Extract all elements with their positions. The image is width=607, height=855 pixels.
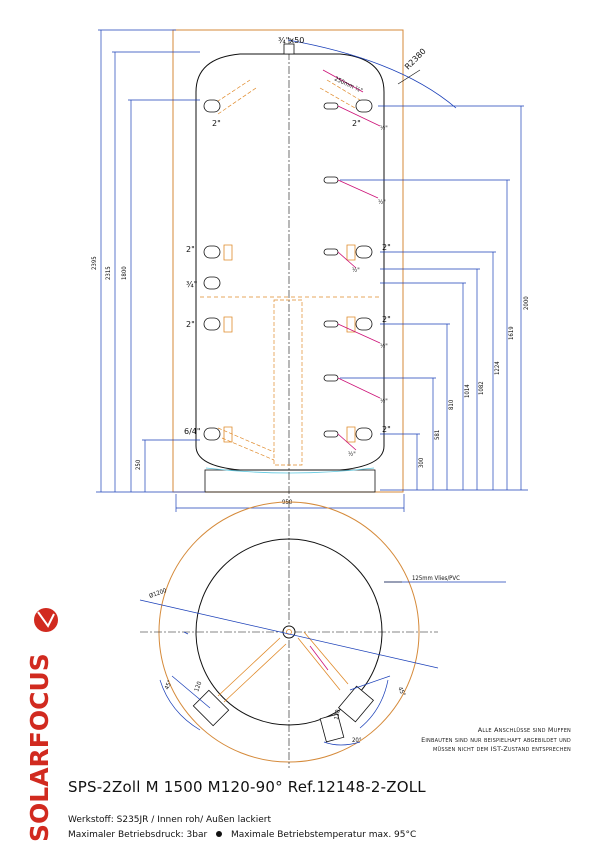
dim-right-300: 300 [418,457,425,468]
temperature-text: Maximale Betriebstemperatur max. 95°C [230,830,417,840]
sensor-sleeve-label: 250mm ½" [333,75,363,94]
radius-label: R2380 [403,47,428,72]
dim-left-250: 250 [135,459,142,470]
fitting-label-left-4: 2" [186,320,195,329]
bottom-dome-line [205,467,375,474]
dim-right-1619: 1619 [508,326,515,340]
half-label-5: ½" [380,398,388,405]
dim-right-1224: 1224 [494,361,501,375]
tank-stand [204,469,376,493]
operating-limits: Maximaler Betriebsdruck: 3bar Maximale B… [68,830,416,840]
fitting-label-left-1: 2" [212,119,221,128]
material-line: Werkstoff: S235JR / Innen roh/ Außen lac… [68,815,272,825]
dim-right-1014: 1014 [464,384,471,398]
angle-20: 20° [352,737,362,744]
insulation-outline [172,29,404,493]
radius-line [397,69,421,85]
angle-45-left: 45° [163,679,174,691]
note-line-3: müssen nicht dem IST-Zustand entsprechen [433,745,571,753]
radius-leader [287,39,457,109]
bullet-icon [216,831,223,837]
side-view: ¾"x50 R2380 250mm ½" 950 2395 2315 1800 … [91,29,530,512]
fitting-label-right-1: 2" [352,119,361,128]
fitting-label-left-5: 6/4" [184,427,201,436]
fitting-label-right-3: 2" [382,315,391,324]
dim-right-581: 581 [434,430,441,440]
fitting-label-right-4: 2" [382,425,391,434]
note-line-2: Einbauten sind nur beispielhaft abgebild… [421,735,571,744]
solarfocus-logo: SOLARFOCUS [25,608,58,842]
half-label-2: ½" [378,199,386,206]
dim-left-1800: 1800 [121,266,128,280]
left-dimension-lines [96,29,405,512]
plan-magenta-sensor [309,645,329,671]
plan-blue-lines [139,581,506,746]
center-nozzle [282,625,296,639]
insulation-label: 125mm Vlies/PVC [412,575,460,582]
sensor-sleeve-line [322,69,364,93]
top-connection-label: ¾"x50 [278,36,304,45]
inner-pipe-upper-right [319,79,361,109]
tank-body [195,53,385,471]
notes-block: Alle Anschlüsse sind Muffen Einbauten si… [351,726,571,755]
half-label-1: ½" [380,125,388,132]
note-line-1: Alle Anschlüsse sind Muffen [477,726,571,734]
inner-pipe-lower [217,427,275,461]
inner-pipe-center [273,299,303,466]
diameter-label: Ø1200 [148,587,168,600]
angle-45-right: 45° [396,686,407,698]
dim-right-2000: 2000 [523,296,530,310]
half-label-3: ½" [352,267,360,274]
dim-left-2315: 2315 [105,266,112,280]
plan-fitting-boxes [192,685,374,743]
dim-120-bottom: 120 [333,708,342,720]
left-fittings [203,99,233,443]
fitting-label-left-3: ¾" [186,280,197,289]
top-nozzle [283,43,295,55]
fitting-label-right-2: 2" [382,243,391,252]
right-fittings [323,99,373,443]
dim-120-left: 120 [193,680,203,693]
logo-wordmark: SOLARFOCUS [25,653,54,842]
half-label-6: ½" [348,451,356,458]
fitting-label-left-2: 2" [186,245,195,254]
dim-right-810: 810 [448,399,455,410]
half-inch-ticks [337,105,381,451]
right-dimension-lines [340,105,528,491]
plan-nozzles [217,631,349,703]
dim-right-1082: 1082 [478,381,485,395]
half-label-4: ½" [380,343,388,350]
product-title: SPS-2Zoll M 1500 M120-90° Ref.12148-2-ZO… [68,778,426,796]
pressure-text: Maximaler Betriebsdruck: 3bar [68,830,208,840]
inner-pipe-upper-left [211,79,257,115]
dim-left-2395: 2395 [91,256,98,270]
